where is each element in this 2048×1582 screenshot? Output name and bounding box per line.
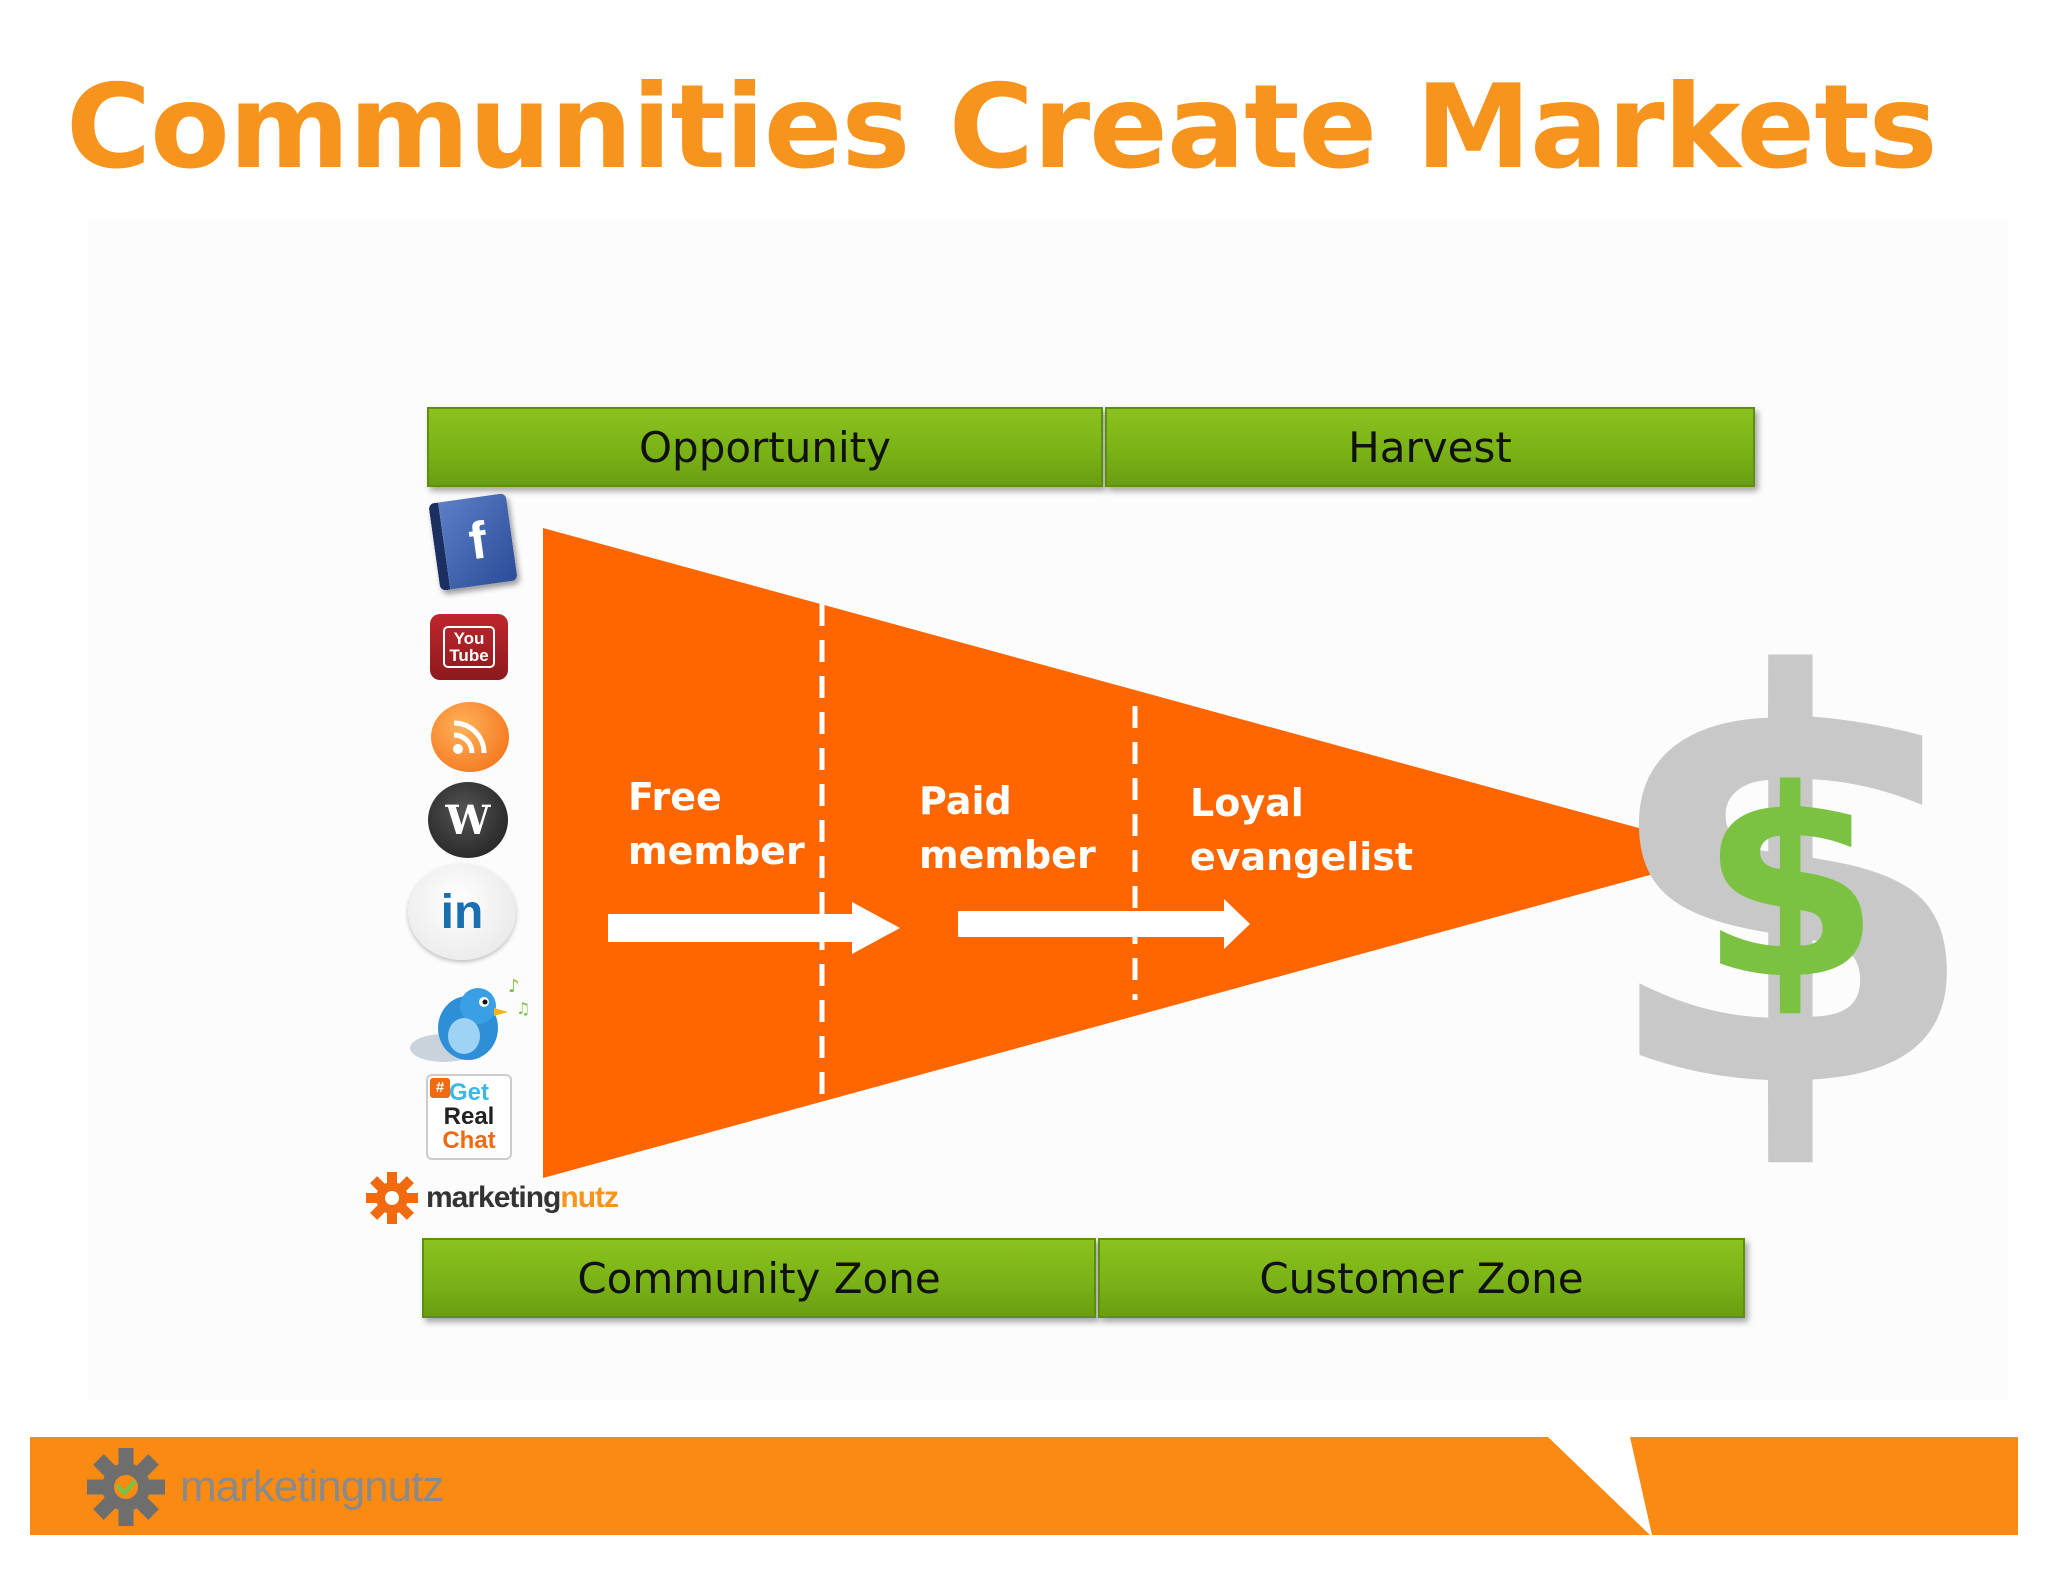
marketingnutz-logo-footer: marketingnutz bbox=[80, 1445, 444, 1529]
getrealchat-icon: # Get Real Chat bbox=[426, 1074, 512, 1160]
dollar-sign-back: $ bbox=[1595, 561, 1985, 1213]
stage-label-loyal-evangelist: Loyal evangelist bbox=[1190, 776, 1450, 884]
twitter-bird-icon: ♪ ♫ bbox=[404, 970, 534, 1070]
svg-text:♪: ♪ bbox=[508, 976, 520, 997]
brand-name-part2: nutz bbox=[560, 1181, 619, 1214]
footer-band bbox=[30, 1437, 2018, 1535]
stage-label-free-member: Free member bbox=[628, 770, 888, 878]
getrealchat-line3: Chat bbox=[442, 1127, 496, 1154]
dollar-sign-front: $ bbox=[1700, 735, 1881, 1037]
facebook-glyph: f bbox=[465, 511, 491, 572]
getrealchat-line1: Get bbox=[448, 1079, 489, 1106]
stage-free-line2: member bbox=[628, 829, 805, 873]
brand-name-part1: marketing bbox=[426, 1181, 561, 1214]
brand-name-footer: marketingnutz bbox=[180, 1462, 444, 1511]
footer-gear-icon bbox=[87, 1448, 165, 1526]
stage-free-line1: Free bbox=[628, 775, 722, 819]
zone-bar-customer: Customer Zone bbox=[1098, 1238, 1745, 1318]
zone-bar-opportunity: Opportunity bbox=[427, 407, 1103, 487]
rss-glyph bbox=[453, 720, 487, 754]
getrealchat-line2: Real bbox=[443, 1103, 495, 1130]
marketingnutz-logo-small: marketingnutz bbox=[364, 1170, 619, 1226]
stage-paid-line2: member bbox=[919, 833, 1096, 877]
gear-icon bbox=[366, 1172, 418, 1224]
svg-text:♫: ♫ bbox=[516, 999, 530, 1018]
zone-bar-harvest: Harvest bbox=[1105, 407, 1755, 487]
linkedin-icon: in bbox=[408, 864, 516, 960]
getrealchat-hash: # bbox=[430, 1078, 450, 1098]
wordpress-icon: W bbox=[428, 782, 508, 858]
wordpress-glyph: W bbox=[445, 796, 491, 844]
twitter-bird-glyph: ♪ ♫ bbox=[410, 976, 530, 1062]
stage-label-paid-member: Paid member bbox=[919, 774, 1179, 882]
facebook-icon: f bbox=[428, 493, 518, 591]
rss-icon bbox=[431, 702, 509, 772]
arrow-free-to-paid bbox=[608, 902, 900, 954]
slide-title: Communities Create Markets bbox=[66, 60, 1938, 195]
youtube-line1: You bbox=[453, 629, 485, 648]
linkedin-glyph: in bbox=[440, 885, 484, 939]
zone-bar-community: Community Zone bbox=[422, 1238, 1096, 1318]
youtube-line2: Tube bbox=[449, 646, 489, 665]
stage-loyal-line1: Loyal bbox=[1190, 781, 1304, 825]
youtube-icon: You Tube bbox=[430, 614, 508, 680]
youtube-logo: You Tube bbox=[443, 626, 495, 668]
brand-name-small: marketingnutz bbox=[426, 1181, 619, 1215]
stage-paid-line1: Paid bbox=[919, 779, 1012, 823]
arrow-paid-to-loyal bbox=[958, 899, 1250, 949]
stage-loyal-line2: evangelist bbox=[1190, 835, 1414, 879]
